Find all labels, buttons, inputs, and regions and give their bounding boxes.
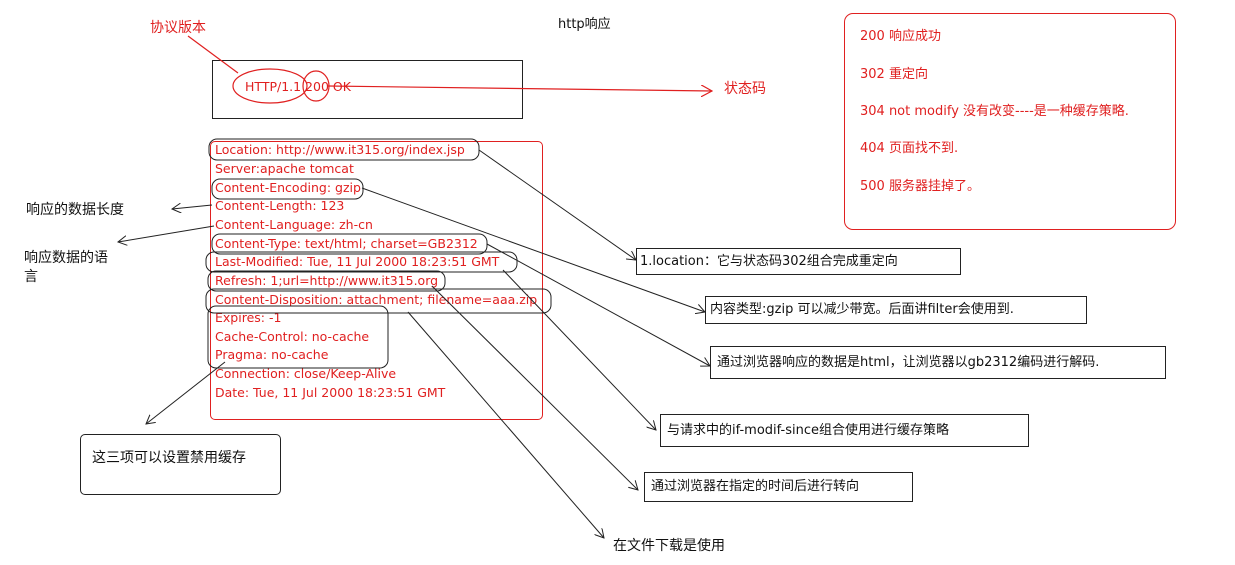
status-code-item: 200 响应成功 [860, 29, 941, 44]
response-language-label-2: 言 [24, 269, 38, 285]
arrow-last-modified [502, 269, 656, 430]
header-line: Pragma: no-cache [215, 347, 329, 362]
arrow-cache [146, 361, 226, 424]
note-refresh: 通过浏览器在指定的时间后进行转向 [644, 472, 913, 502]
note-content-type: 通过浏览器响应的数据是html，让浏览器以gb2312编码进行解码. [710, 346, 1166, 379]
status-code-label: 状态码 [724, 81, 766, 97]
status-code-item: 304 not modify 没有改变----是一种缓存策略. [860, 104, 1129, 119]
header-line: Expires: -1 [215, 310, 282, 325]
outline-refresh [207, 270, 446, 292]
diagram-title: http响应 [558, 17, 611, 32]
note-location: 1.location：它与状态码302组合完成重定向 [636, 248, 961, 275]
header-line: Cache-Control: no-cache [215, 329, 370, 344]
response-language-label: 响应数据的语 [24, 250, 108, 266]
header-line: Refresh: 1;url=http://www.it315.org [215, 273, 439, 288]
ellipse-protocol [232, 68, 308, 104]
arrow-content-type [486, 243, 710, 366]
header-line: Last-Modified: Tue, 11 Jul 2000 18:23:51… [215, 254, 500, 269]
response-length-label: 响应的数据长度 [26, 202, 124, 218]
header-line: Connection: close/Keep-Alive [215, 366, 397, 381]
arrow-status-code [327, 86, 712, 91]
status-code-item: 500 服务器挂掉了。 [860, 179, 980, 194]
header-line: Content-Length: 123 [215, 198, 345, 213]
outline-content-type [211, 233, 488, 255]
outline-cache [207, 305, 389, 369]
header-line: Server:apache tomcat [215, 161, 354, 176]
note-last-modified: 与请求中的if-modif-since组合使用进行缓存策略 [660, 414, 1029, 447]
arrow-disposition [407, 311, 604, 538]
note-cache: 这三项可以设置禁用缓存 [80, 434, 281, 495]
note-gzip: 内容类型:gzip 可以减少带宽。后面讲filter会使用到. [705, 296, 1087, 324]
header-line: Content-Encoding: gzip [215, 180, 361, 195]
status-line-box [212, 60, 523, 119]
header-line: Date: Tue, 11 Jul 2000 18:23:51 GMT [215, 385, 446, 400]
outline-disposition [205, 288, 552, 314]
protocol-version-label: 协议版本 [150, 20, 206, 36]
outline-last-modified [205, 251, 518, 273]
header-line: Content-Disposition: attachment; filenam… [215, 292, 538, 307]
status-line-text: HTTP/1.1 200 OK [245, 79, 351, 94]
line-protocol [187, 35, 239, 74]
headers-box [210, 141, 543, 420]
status-code-item: 302 重定向 [860, 67, 928, 82]
header-line: Content-Type: text/html; charset=GB2312 [215, 236, 478, 251]
header-line: Location: http://www.it315.org/index.jsp [215, 142, 465, 157]
outline-location [208, 138, 480, 161]
outline-encoding [211, 178, 364, 200]
arrow-language [118, 225, 215, 242]
status-code-item: 404 页面找不到. [860, 141, 959, 156]
arrow-gzip [361, 187, 705, 312]
header-line: Content-Language: zh-cn [215, 217, 373, 232]
note-disposition: 在文件下载是使用 [613, 538, 725, 554]
arrow-length [172, 205, 213, 209]
status-codes-box [844, 13, 1176, 230]
arrow-location [478, 149, 636, 260]
arrow-refresh [431, 285, 638, 490]
